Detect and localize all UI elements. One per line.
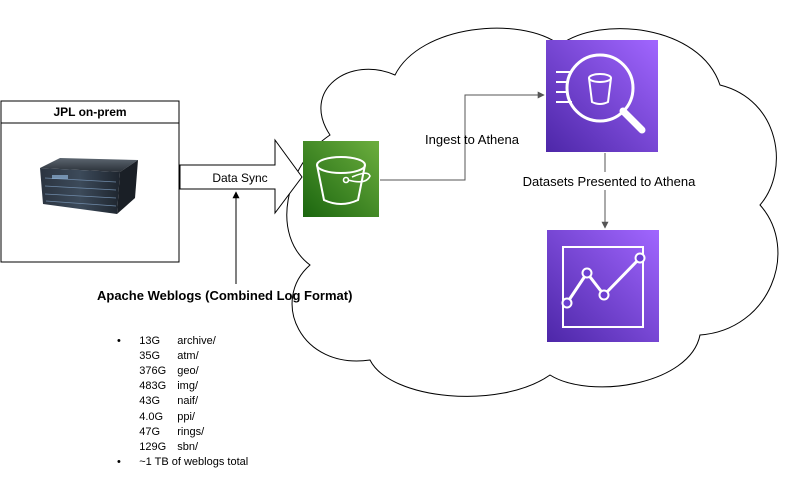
ingest-connector [380,91,545,181]
data-sync-label: Data Sync [212,171,267,185]
presented-label: Datasets Presented to Athena [523,174,696,189]
list-item-total: •~1 TB of weblogs total [117,455,249,468]
s3-bucket-icon [303,141,379,217]
athena-icon [546,40,658,152]
data-sync-arrow [179,138,303,215]
onprem-title: JPL on-prem [53,105,126,119]
weblogs-heading: Apache Weblogs (Combined Log Format) [97,288,353,303]
server-icon [40,158,138,214]
quicksight-icon [547,230,659,342]
architecture-diagram: JPL on-prem Data Sync Ingest to Athena [0,27,779,397]
ingest-label: Ingest to Athena [425,132,520,147]
